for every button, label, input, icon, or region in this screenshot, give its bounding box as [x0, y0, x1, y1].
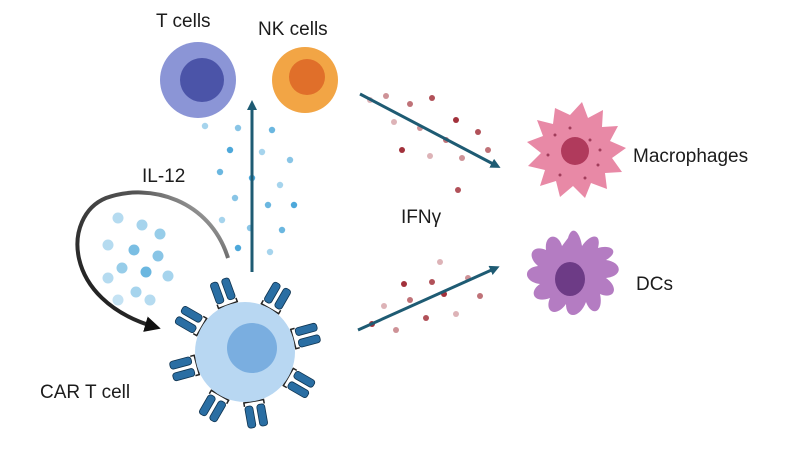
label-nk-cells: NK cells [258, 19, 328, 40]
il12-dot [216, 168, 224, 176]
car-receptor [210, 277, 239, 310]
label-dcs: DCs [636, 274, 673, 295]
ifng-dot [407, 101, 413, 107]
il12-cluster-dot [112, 294, 124, 306]
dc-nucleus [555, 262, 585, 296]
macrophage-granules [546, 126, 602, 180]
il12-dot [286, 156, 294, 164]
ifng-dot [477, 293, 483, 299]
macrophage-granule [558, 173, 562, 177]
il12-cytokines [201, 122, 298, 256]
macrophage-granule [588, 138, 592, 142]
label-car-t-cell: CAR T cell [40, 382, 131, 403]
car-t-cell [169, 277, 321, 429]
il12-cluster-dot [144, 294, 156, 306]
il12-dot [201, 122, 209, 130]
ifng-dot [401, 281, 407, 287]
il12-cluster-dot [136, 219, 148, 231]
car-receptor [282, 367, 316, 398]
macrophage-granule [596, 163, 600, 167]
il12-dot [278, 226, 286, 234]
il12-cluster-dot [116, 262, 128, 274]
ifng-dot [453, 311, 459, 317]
macrophage-nucleus [561, 137, 589, 165]
car-receptor [289, 322, 321, 350]
il12-dot [234, 124, 242, 132]
il12-cluster-dot [130, 286, 142, 298]
car-receptor [242, 398, 268, 429]
il12-cluster-dot [112, 212, 124, 224]
macrophage-granule [598, 148, 602, 152]
il12-dot [218, 216, 226, 224]
ifng-dot [407, 297, 413, 303]
il12-cluster-dot [162, 270, 174, 282]
macrophage-granule [553, 133, 557, 137]
arrow-to-dcs [357, 265, 500, 332]
ifng-dot [485, 147, 491, 153]
il12-dot [268, 126, 276, 134]
il12-cluster-dot [140, 266, 152, 278]
il12-dot [258, 148, 266, 156]
dendritic-cell [526, 230, 619, 316]
t-cell-nucleus [180, 58, 224, 102]
arrow-to-macrophages [359, 92, 501, 168]
car-receptor [169, 354, 201, 382]
il12-cluster-dot [154, 228, 166, 240]
ifng-dot [381, 303, 387, 309]
il12-dot [234, 244, 242, 252]
il12-dot [266, 248, 274, 256]
il12-autocrine-arrow [75, 190, 230, 332]
nk-cell [272, 47, 338, 113]
t-cell [160, 42, 236, 118]
macrophage [527, 102, 626, 198]
il12-dot [264, 201, 272, 209]
label-ifng: IFNγ [401, 207, 442, 228]
ifng-dot [391, 119, 397, 125]
ifng-dot [399, 147, 405, 153]
il12-cluster-dot [102, 272, 114, 284]
il12-dot [290, 201, 298, 209]
macrophage-granule [546, 153, 550, 157]
ifng-dot [475, 129, 481, 135]
ifng-dot [383, 93, 389, 99]
nk-cell-nucleus [289, 59, 325, 95]
il12-cluster-dot [128, 244, 140, 256]
il12-dot [276, 181, 284, 189]
label-macrophages: Macrophages [633, 146, 749, 167]
ifng-dot [455, 187, 461, 193]
car-receptors [169, 277, 321, 429]
car-t-cell-nucleus [227, 323, 277, 373]
macrophage-granule [583, 176, 587, 180]
label-il12: IL-12 [142, 166, 186, 187]
ifng-dot [437, 259, 443, 265]
il12-dot [226, 146, 234, 154]
ifng-dot [459, 155, 465, 161]
ifng-dot [429, 279, 435, 285]
il12-cluster-dot [152, 250, 164, 262]
il12-cytokine-cluster [102, 212, 174, 306]
ifng-dot [429, 95, 435, 101]
label-t-cells: T cells [156, 11, 211, 32]
ifng-dot [423, 315, 429, 321]
ifng-dot [427, 153, 433, 159]
il12-dot [231, 194, 239, 202]
macrophage-granule [568, 126, 572, 130]
ifng-dot [393, 327, 399, 333]
ifng-dot [453, 117, 459, 123]
il12-cluster-dot [102, 239, 114, 251]
